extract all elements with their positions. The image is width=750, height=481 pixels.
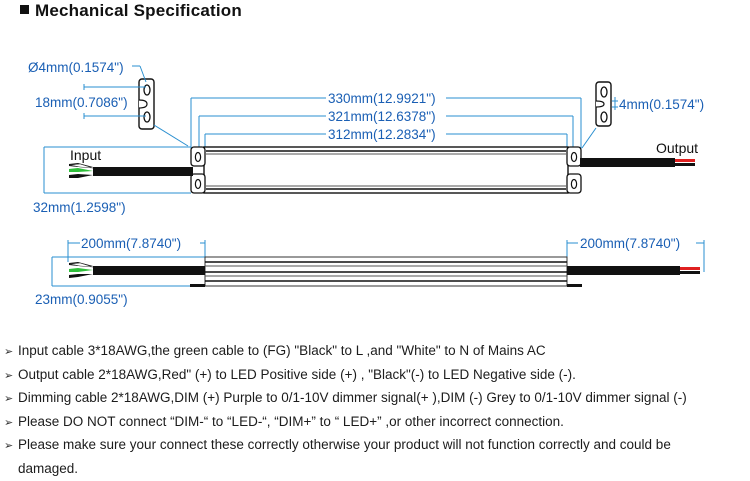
overall-length-label: 330mm(12.9921"): [328, 91, 436, 106]
output-cable-top: [580, 158, 695, 167]
output-cable-length-label: 200mm(7.8740"): [580, 236, 680, 251]
arrow-bullet-icon: ➢: [4, 369, 14, 382]
arrow-bullet-icon: ➢: [4, 346, 14, 358]
output-cable-side: [567, 266, 700, 275]
input-label: Input: [70, 147, 101, 163]
width-label: 32mm(1.2598"): [33, 200, 126, 215]
mount-spacing-label: 18mm(0.7086"): [35, 95, 128, 110]
note-item: ➢Output cable 2*18AWG,Red" (+) to LED Po…: [4, 364, 749, 388]
output-label: Output: [656, 140, 698, 156]
input-cable-length-label: 200mm(7.8740"): [81, 236, 181, 251]
note-continuation: damaged.: [18, 460, 79, 476]
title-text: Mechanical Specification: [35, 1, 242, 20]
hole-dimension-leaders: [83, 65, 147, 119]
note-item: ➢Please make sure your connect these cor…: [4, 434, 749, 458]
hole-diameter-label: Ø4mm(0.1574"): [28, 60, 124, 75]
notes-list: ➢Input cable 3*18AWG,the green cable to …: [4, 340, 749, 481]
mechanical-drawing: Ø4mm(0.1574") 18mm(0.7086") 4mm(0.1574")…: [28, 60, 705, 307]
driver-body-top: [190, 146, 582, 194]
input-cable-top: [69, 163, 193, 178]
driver-body-side: [190, 256, 582, 287]
arrow-bullet-icon: ➢: [4, 440, 14, 453]
height-label: 23mm(0.9055"): [35, 292, 128, 307]
arrow-bullet-icon: ➢: [4, 416, 14, 429]
slot-width-label: 4mm(0.1574"): [619, 97, 704, 112]
body-length-label: 312mm(12.2834"): [328, 127, 436, 142]
square-bullet-icon: [20, 5, 29, 14]
input-cable-side: [69, 262, 205, 278]
note-item: ➢Input cable 3*18AWG,the green cable to …: [4, 340, 749, 364]
note-item: ➢Please DO NOT connect “DIM-“ to “LED-“,…: [4, 411, 749, 435]
page-title: Mechanical Specification: [20, 1, 242, 21]
left-bracket-detail: [138, 78, 189, 147]
length-dimensions: [190, 90, 582, 150]
note-item: ➢Dimming cable 2*18AWG,DIM (+) Purple to…: [4, 387, 749, 411]
side-dimensions: [51, 235, 705, 287]
mounting-length-label: 321mm(12.6378"): [328, 109, 436, 124]
arrow-bullet-icon: ➢: [4, 393, 14, 406]
right-bracket-detail: [581, 81, 618, 149]
width-dimension: [43, 146, 191, 194]
